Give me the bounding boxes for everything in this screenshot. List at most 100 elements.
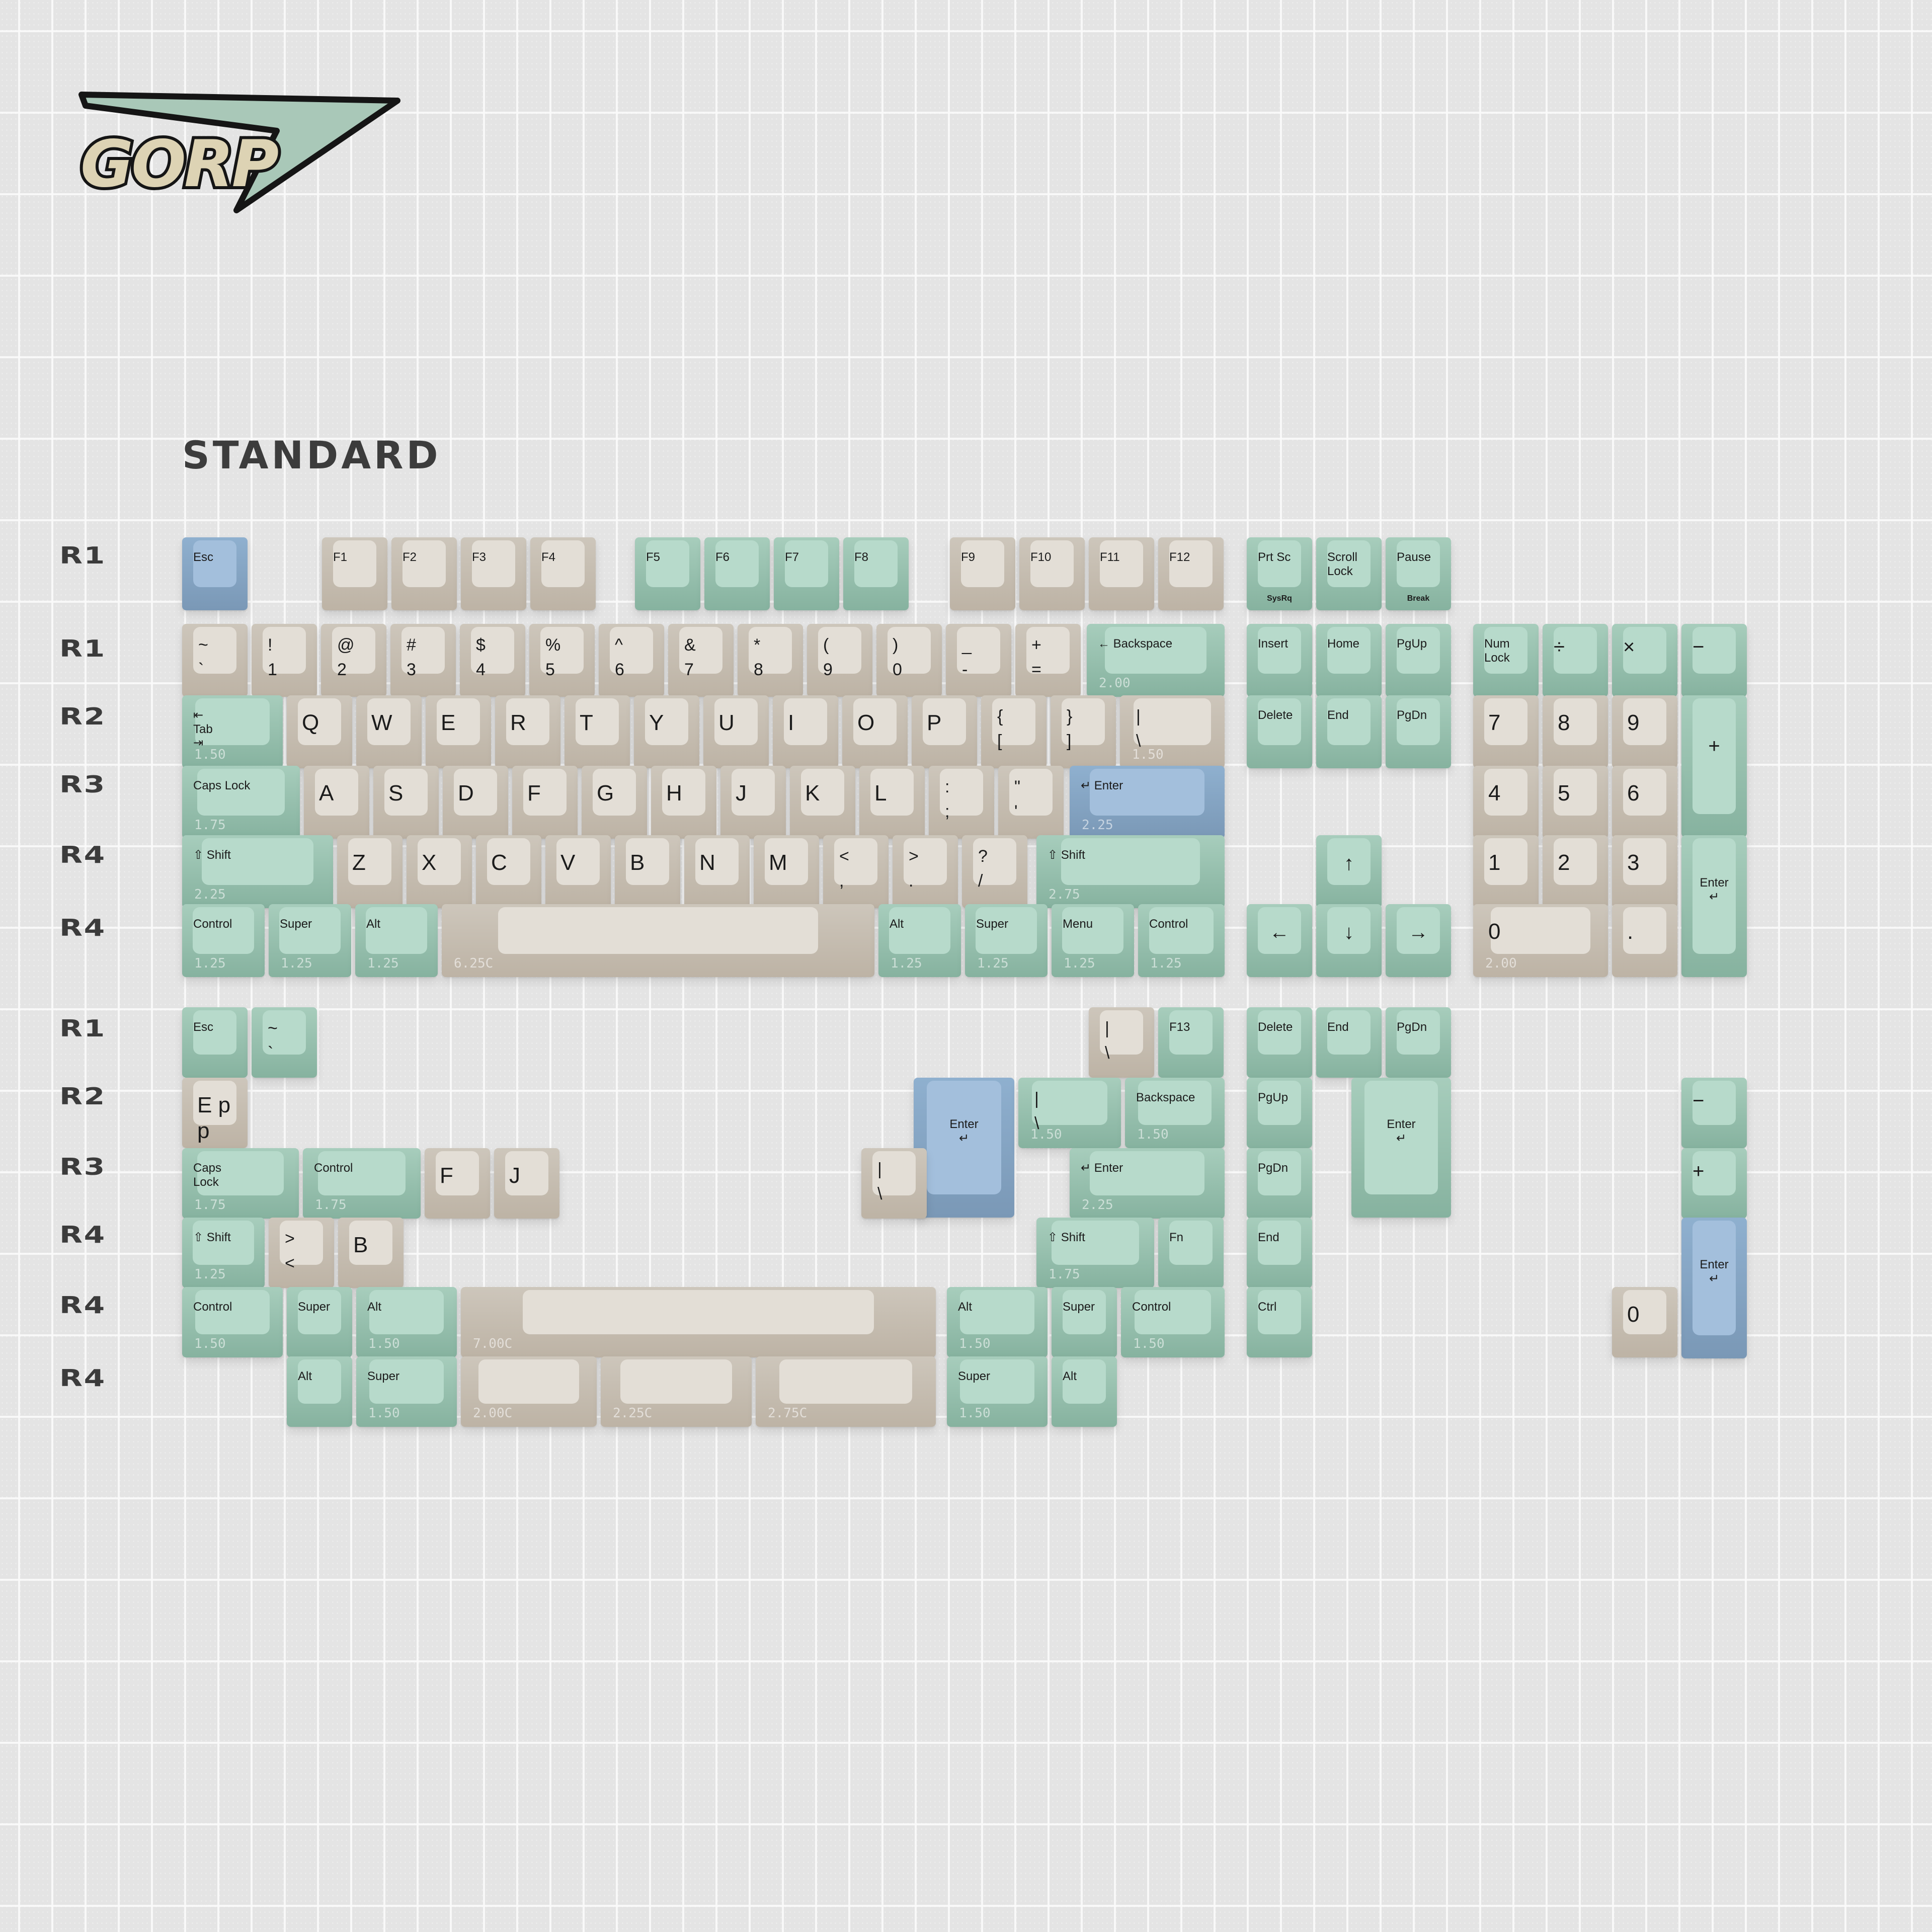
keycap-v[interactable]: V xyxy=(545,835,611,908)
keycap-comma[interactable]: < , xyxy=(823,835,889,908)
keycap-up[interactable]: ↑ xyxy=(1316,835,1382,908)
keycap-l[interactable]: L xyxy=(859,766,925,839)
keycap-lbracket[interactable]: { [ xyxy=(981,695,1046,768)
keycap-np7[interactable]: 7 xyxy=(1473,695,1539,768)
keycap-down[interactable]: ↓ xyxy=(1316,904,1382,977)
keycap-f1[interactable]: F1 xyxy=(322,537,387,610)
keycap-alt-space-7[interactable]: 7.00C xyxy=(461,1287,936,1357)
keycap-npenter[interactable]: Enter ↵ xyxy=(1681,835,1747,977)
keycap-alt-fn[interactable]: Fn xyxy=(1158,1218,1224,1288)
keycap-grave[interactable]: ~ ` xyxy=(182,624,248,697)
keycap-n[interactable]: N xyxy=(684,835,750,908)
keycap-q[interactable]: Q xyxy=(287,695,352,768)
keycap-f2[interactable]: F2 xyxy=(391,537,457,610)
keycap-np9[interactable]: 9 xyxy=(1612,695,1677,768)
keycap-s[interactable]: S xyxy=(373,766,439,839)
keycap-k0[interactable]: ) 0 xyxy=(876,624,942,697)
keycap-alt-lalt-1[interactable]: Alt xyxy=(287,1356,352,1427)
keycap-f12[interactable]: F12 xyxy=(1158,537,1224,610)
keycap-alt-grave[interactable]: ~ ` xyxy=(252,1007,317,1078)
keycap-alt-iso-angle[interactable]: > < xyxy=(269,1218,334,1288)
keycap-backslash[interactable]: | \1.50 xyxy=(1120,695,1225,768)
keycap-alt-iso-enter[interactable]: Enter ↵ xyxy=(914,1078,1014,1218)
keycap-k9[interactable]: ( 9 xyxy=(807,624,872,697)
keycap-np4[interactable]: 4 xyxy=(1473,766,1539,839)
keycap-f[interactable]: F xyxy=(512,766,578,839)
keycap-f9[interactable]: F9 xyxy=(950,537,1015,610)
keycap-k4[interactable]: $ 4 xyxy=(460,624,525,697)
keycap-npminus[interactable]: − xyxy=(1681,624,1747,697)
keycap-minus[interactable]: _ - xyxy=(946,624,1011,697)
keycap-alt-rsuper-1[interactable]: Super xyxy=(1052,1287,1117,1357)
keycap-npmul[interactable]: × xyxy=(1612,624,1677,697)
keycap-p[interactable]: P xyxy=(912,695,977,768)
keycap-pgup[interactable]: PgUp xyxy=(1386,624,1451,697)
keycap-alt-j-homing[interactable]: J xyxy=(494,1148,559,1219)
keycap-end[interactable]: End xyxy=(1316,695,1382,768)
keycap-np8[interactable]: 8 xyxy=(1543,695,1608,768)
keycap-w[interactable]: W xyxy=(356,695,422,768)
keycap-k5[interactable]: % 5 xyxy=(529,624,595,697)
keycap-k1[interactable]: ! 1 xyxy=(252,624,317,697)
keycap-tab[interactable]: ⇤ Tab ⇥1.50 xyxy=(182,695,283,768)
keycap-alt-f-homing[interactable]: F xyxy=(425,1148,490,1219)
keycap-pgdn[interactable]: PgDn xyxy=(1386,695,1451,768)
keycap-insert[interactable]: Insert xyxy=(1247,624,1312,697)
keycap-alt-ep[interactable]: E p p xyxy=(182,1078,248,1148)
keycap-npdot[interactable]: . xyxy=(1612,904,1677,977)
keycap-t[interactable]: T xyxy=(565,695,630,768)
keycap-period[interactable]: > . xyxy=(893,835,958,908)
keycap-m[interactable]: M xyxy=(754,835,819,908)
keycap-f11[interactable]: F11 xyxy=(1089,537,1154,610)
keycap-space625[interactable]: 6.25C xyxy=(442,904,874,977)
keycap-d[interactable]: D xyxy=(443,766,508,839)
keycap-alt-ctrl[interactable]: Ctrl xyxy=(1247,1287,1312,1357)
keycap-esc[interactable]: Esc xyxy=(182,537,248,610)
keycap-a[interactable]: A xyxy=(304,766,369,839)
keycap-c[interactable]: C xyxy=(476,835,541,908)
keycap-semicolon[interactable]: : ; xyxy=(929,766,994,839)
keycap-alt-npplus[interactable]: + xyxy=(1681,1148,1747,1219)
keycap-alt-end-2[interactable]: End xyxy=(1247,1218,1312,1288)
keycap-o[interactable]: O xyxy=(842,695,908,768)
keycap-alt-f13[interactable]: F13 xyxy=(1158,1007,1224,1078)
keycap-alt-delete[interactable]: Delete xyxy=(1247,1007,1312,1078)
keycap-slash[interactable]: ? / xyxy=(962,835,1027,908)
keycap-numlock[interactable]: Num Lock xyxy=(1473,624,1539,697)
keycap-scrolllock[interactable]: Scroll Lock xyxy=(1316,537,1382,610)
keycap-k6[interactable]: ^ 6 xyxy=(599,624,664,697)
keycap-f3[interactable]: F3 xyxy=(461,537,526,610)
keycap-np3[interactable]: 3 xyxy=(1612,835,1677,908)
keycap-f4[interactable]: F4 xyxy=(530,537,596,610)
keycap-npplus[interactable]: + xyxy=(1681,695,1747,837)
keycap-alt-pipe-small[interactable]: | \ xyxy=(1089,1007,1154,1078)
keycap-k8[interactable]: * 8 xyxy=(738,624,803,697)
keycap-alt-big-enter[interactable]: Enter ↵ xyxy=(1351,1078,1451,1218)
keycap-r[interactable]: R xyxy=(495,695,560,768)
keycap-np1[interactable]: 1 xyxy=(1473,835,1539,908)
keycap-alt-npminus[interactable]: − xyxy=(1681,1078,1747,1148)
keycap-f6[interactable]: F6 xyxy=(704,537,770,610)
keycap-alt-pipe-iso[interactable]: | \ xyxy=(861,1148,927,1219)
keycap-b[interactable]: B xyxy=(615,835,680,908)
keycap-left[interactable]: ← xyxy=(1247,904,1312,977)
keycap-j[interactable]: J xyxy=(720,766,786,839)
